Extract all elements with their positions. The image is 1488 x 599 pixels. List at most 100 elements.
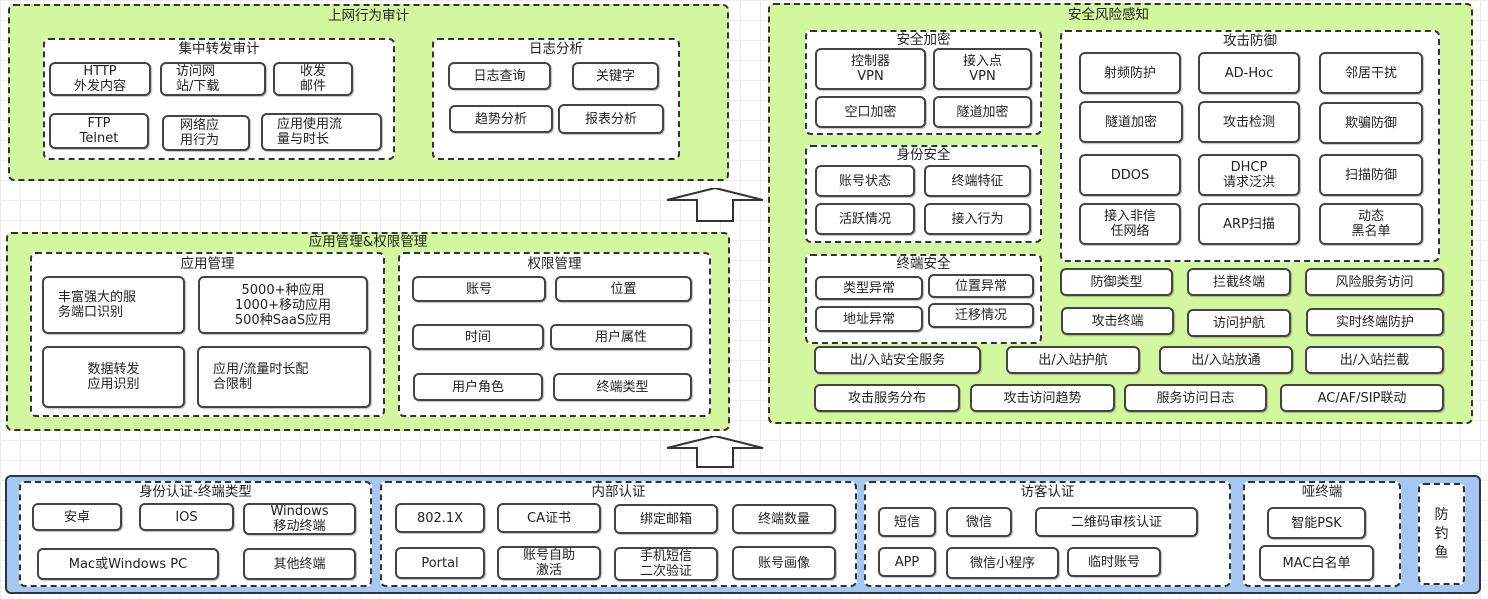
- app-permission-title: 应用管理&权限管理: [308, 234, 428, 250]
- node-bind-email[interactable]: 绑定邮箱: [614, 504, 718, 534]
- node-other-terminal[interactable]: 其他终端: [243, 548, 356, 580]
- node-defense-type[interactable]: 防御类型: [1060, 268, 1173, 296]
- node-account-portrait[interactable]: 账号画像: [732, 546, 836, 580]
- node-wechat-miniprogram[interactable]: 微信小程序: [946, 547, 1059, 579]
- node-app-traffic-duration[interactable]: 应用使用流 量与时长: [261, 113, 382, 151]
- node-io-security-service[interactable]: 出/入站安全服务: [814, 346, 981, 374]
- node-sms[interactable]: 短信: [878, 507, 936, 537]
- node-attack-detection[interactable]: 攻击检测: [1198, 101, 1300, 143]
- node-scan-defense[interactable]: 扫描防御: [1319, 154, 1423, 196]
- node-ios[interactable]: IOS: [139, 503, 234, 531]
- node-web-download[interactable]: 访问网 站/下载: [160, 62, 266, 96]
- node-io-block[interactable]: 出/入站拦截: [1305, 346, 1444, 374]
- node-service-port-recognition[interactable]: 丰富强大的服 务端口识别: [42, 276, 185, 334]
- node-migration-status[interactable]: 迁移情况: [928, 303, 1034, 328]
- attack-defense-title: 攻击防御: [1223, 33, 1277, 49]
- forward-audit-title: 集中转发审计: [178, 41, 260, 57]
- node-attack-service-distribution[interactable]: 攻击服务分布: [814, 384, 960, 412]
- node-app[interactable]: APP: [878, 547, 936, 577]
- node-account[interactable]: 账号: [412, 276, 546, 302]
- node-http[interactable]: HTTP 外发内容: [49, 62, 151, 96]
- node-app-traffic-limit[interactable]: 应用/流量时长配 合限制: [197, 346, 371, 408]
- terminal-security-title: 终端安全: [896, 256, 951, 272]
- node-address-anomaly[interactable]: 地址异常: [815, 306, 923, 332]
- node-terminal-count[interactable]: 终端数量: [732, 504, 836, 534]
- node-activity-status[interactable]: 活跃情况: [815, 203, 915, 235]
- node-spoof-defense[interactable]: 欺骗防御: [1319, 102, 1423, 144]
- dumb-terminal-group: 哑终端 智能PSK MAC白名单: [1243, 481, 1401, 587]
- log-analysis-title: 日志分析: [529, 41, 583, 57]
- node-io-allow[interactable]: 出/入站放通: [1159, 346, 1293, 374]
- node-service-access-log[interactable]: 服务访问日志: [1124, 384, 1267, 412]
- authentication-layer: 身份认证-终端类型 安卓 IOS Windows 移动终端 Mac或Window…: [5, 475, 1481, 594]
- node-type-anomaly[interactable]: 类型异常: [815, 276, 923, 300]
- node-air-encryption[interactable]: 空口加密: [815, 96, 926, 128]
- security-risk-layer: 安全风险感知 安全加密 控制器 VPN 接入点 VPN 空口加密 隧道加密 身份…: [768, 3, 1473, 424]
- anti-phishing-group[interactable]: 防 钓 鱼: [1418, 483, 1465, 585]
- security-risk-title: 安全风险感知: [1068, 7, 1149, 23]
- node-access-escort[interactable]: 访问护航: [1187, 309, 1291, 337]
- terminal-types-group: 身份认证-终端类型 安卓 IOS Windows 移动终端 Mac或Window…: [19, 481, 372, 587]
- node-terminal-type[interactable]: 终端类型: [553, 373, 692, 401]
- node-ac-af-sip-linkage[interactable]: AC/AF/SIP联动: [1280, 384, 1444, 412]
- node-report-analysis[interactable]: 报表分析: [558, 104, 664, 134]
- internal-auth-group: 内部认证 802.1X CA证书 绑定邮箱 终端数量 Portal 账号自助 激…: [380, 481, 857, 587]
- node-dynamic-blacklist[interactable]: 动态 黑名单: [1319, 203, 1423, 245]
- node-portal[interactable]: Portal: [395, 547, 485, 579]
- node-temp-account[interactable]: 临时账号: [1067, 547, 1161, 577]
- node-dhcp-flood[interactable]: DHCP 请求泛洪: [1198, 154, 1300, 196]
- node-risk-service-access[interactable]: 风险服务访问: [1305, 268, 1444, 296]
- identity-security-title: 身份安全: [896, 147, 951, 163]
- node-windows-mobile[interactable]: Windows 移动终端: [243, 503, 356, 535]
- node-access-behavior[interactable]: 接入行为: [924, 203, 1031, 235]
- node-app-count[interactable]: 5000+种应用 1000+移动应用 500种SaaS应用: [198, 276, 368, 334]
- node-untrusted-network[interactable]: 接入非信 任网络: [1079, 203, 1181, 245]
- node-account-self-activation[interactable]: 账号自助 激活: [497, 546, 601, 580]
- identity-security-group: 身份安全 账号状态 终端特征 活跃情况 接入行为: [805, 145, 1042, 243]
- node-ap-vpn[interactable]: 接入点 VPN: [933, 48, 1032, 90]
- node-location[interactable]: 位置: [555, 276, 692, 302]
- node-sms-2fa[interactable]: 手机短信 二次验证: [614, 547, 718, 581]
- node-arp-scan[interactable]: ARP扫描: [1198, 203, 1300, 245]
- node-terminal-feature[interactable]: 终端特征: [924, 165, 1031, 197]
- node-trend-analysis[interactable]: 趋势分析: [449, 105, 553, 133]
- node-ca-cert[interactable]: CA证书: [497, 503, 601, 533]
- node-account-status[interactable]: 账号状态: [815, 165, 915, 197]
- node-neighbor-interference[interactable]: 邻居干扰: [1319, 52, 1423, 94]
- app-management-group: 应用管理 丰富强大的服 务端口识别 5000+种应用 1000+移动应用 500…: [30, 252, 385, 417]
- node-network-app-behavior[interactable]: 网络应 用行为: [162, 115, 250, 151]
- node-ftp-telnet[interactable]: FTP Telnet: [49, 113, 149, 149]
- node-rf-protection[interactable]: 射频防护: [1079, 52, 1181, 94]
- guest-auth-title: 访客认证: [1020, 484, 1075, 500]
- app-management-title: 应用管理: [180, 256, 235, 272]
- node-mac-windows-pc[interactable]: Mac或Windows PC: [37, 548, 219, 580]
- node-attack-access-trend[interactable]: 攻击访问趋势: [970, 384, 1115, 412]
- node-tunnel-encryption[interactable]: 隧道加密: [933, 96, 1032, 128]
- guest-auth-group: 访客认证 短信 微信 二维码审核认证 APP 微信小程序 临时账号: [864, 481, 1231, 587]
- node-android[interactable]: 安卓: [32, 503, 122, 531]
- node-io-escort[interactable]: 出/入站护航: [1006, 346, 1140, 374]
- node-attack-terminal[interactable]: 攻击终端: [1061, 307, 1174, 335]
- node-8021x[interactable]: 802.1X: [395, 503, 485, 533]
- node-block-terminal[interactable]: 拦截终端: [1187, 268, 1291, 296]
- node-log-query[interactable]: 日志查询: [448, 62, 551, 90]
- node-mac-whitelist[interactable]: MAC白名单: [1259, 545, 1374, 581]
- node-data-forward-recognition[interactable]: 数据转发 应用识别: [42, 346, 185, 408]
- dumb-terminal-title: 哑终端: [1301, 484, 1343, 500]
- up-arrow-icon: [666, 188, 764, 222]
- node-controller-vpn[interactable]: 控制器 VPN: [815, 48, 926, 90]
- node-time[interactable]: 时间: [412, 324, 544, 350]
- node-wechat[interactable]: 微信: [946, 507, 1012, 537]
- node-ddos[interactable]: DDOS: [1079, 154, 1181, 196]
- node-user-role[interactable]: 用户角色: [413, 373, 543, 401]
- node-ad-hoc[interactable]: AD-Hoc: [1198, 52, 1300, 94]
- terminal-security-group: 终端安全 类型异常 位置异常 地址异常 迁移情况: [805, 254, 1042, 344]
- node-keyword[interactable]: 关键字: [572, 62, 659, 90]
- node-user-attribute[interactable]: 用户属性: [550, 324, 692, 350]
- node-tunnel-encryption-defense[interactable]: 隧道加密: [1079, 101, 1183, 143]
- node-qrcode-auth[interactable]: 二维码审核认证: [1035, 507, 1198, 537]
- node-realtime-terminal-protection[interactable]: 实时终端防护: [1306, 308, 1444, 336]
- node-email[interactable]: 收发 邮件: [273, 62, 353, 96]
- node-smart-psk[interactable]: 智能PSK: [1267, 507, 1366, 539]
- node-location-anomaly[interactable]: 位置异常: [928, 274, 1034, 298]
